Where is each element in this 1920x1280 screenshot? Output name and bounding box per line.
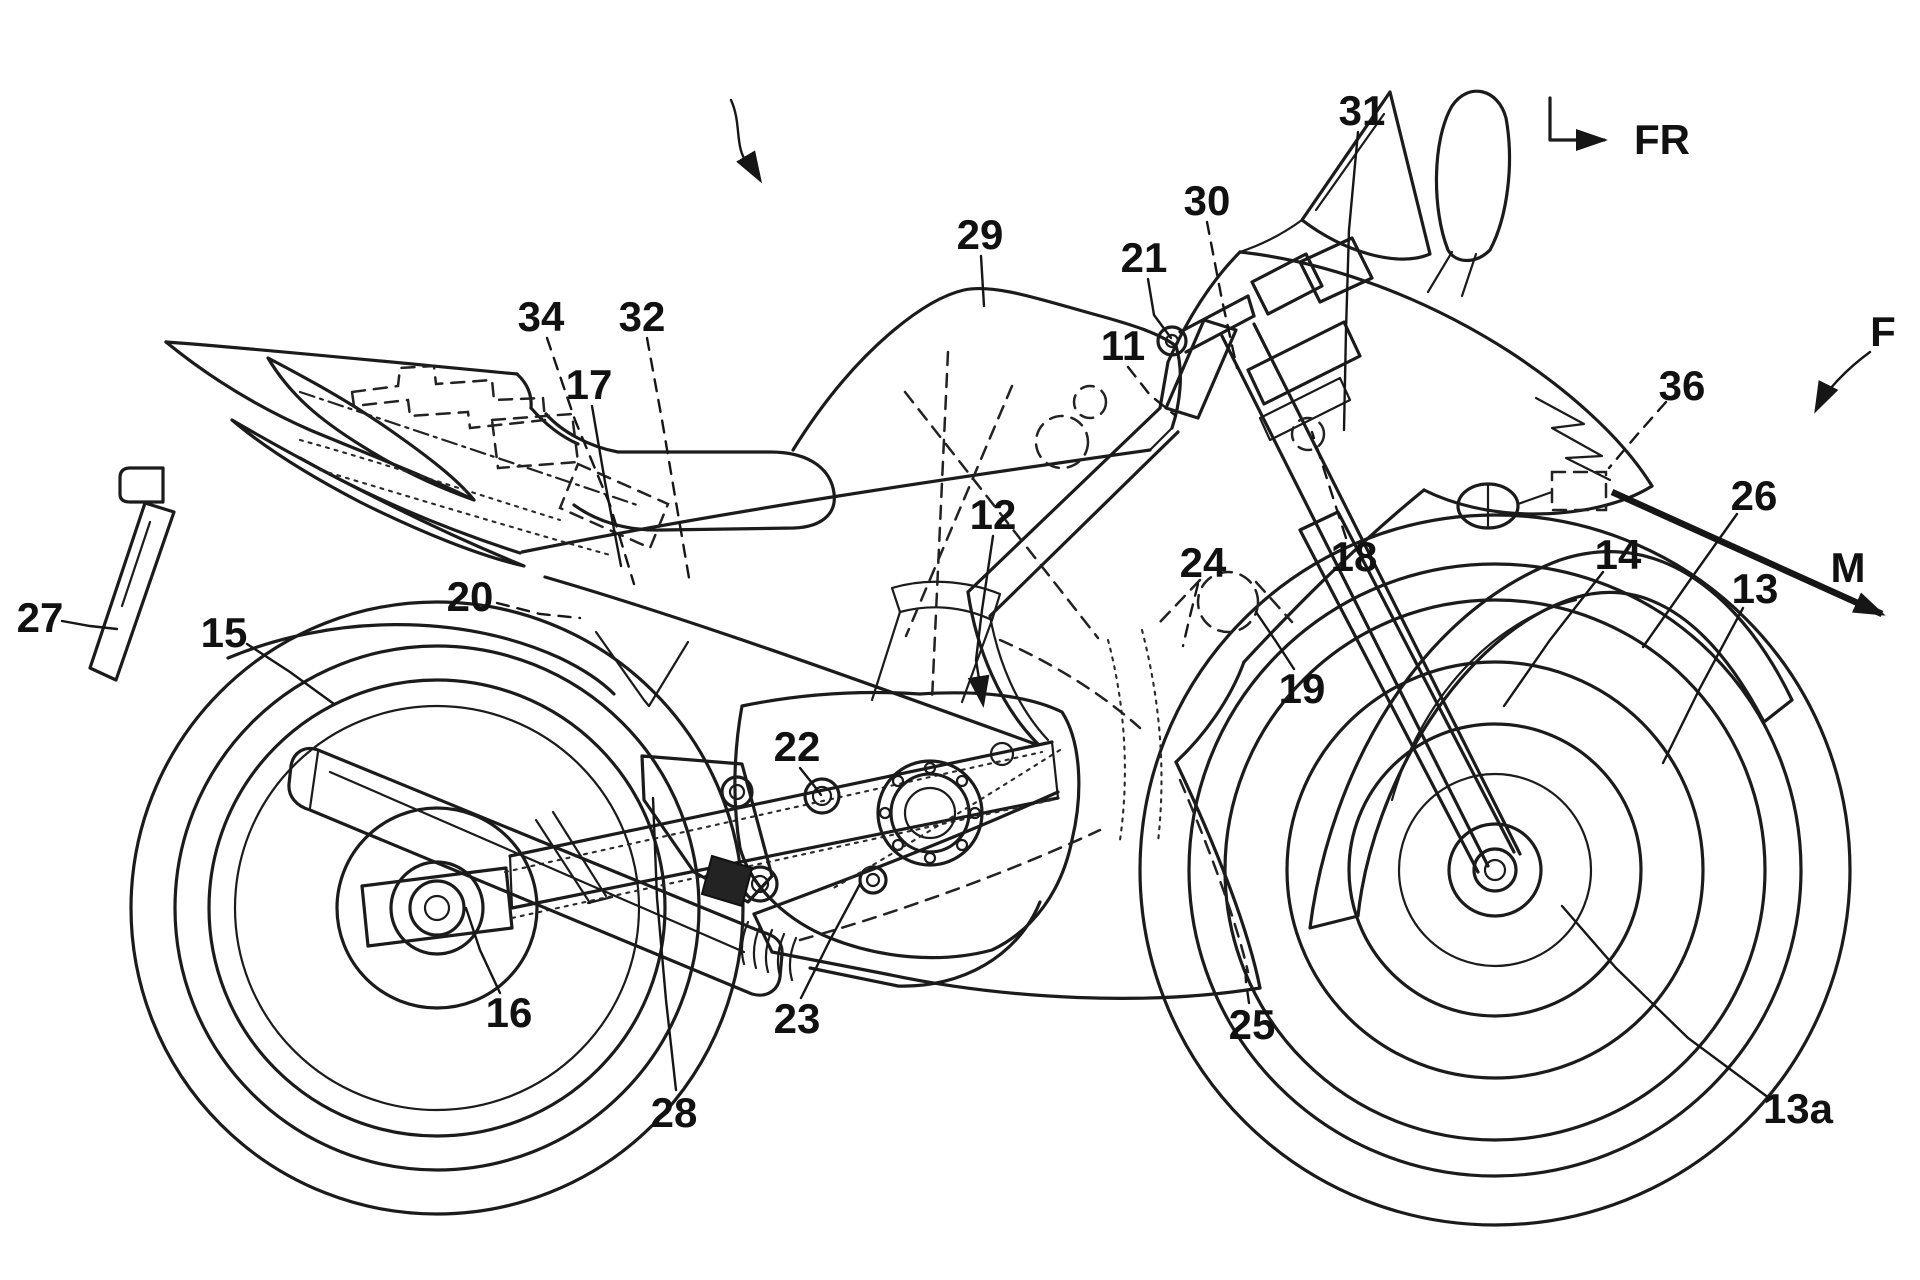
part-label-36: 36 — [1659, 362, 1706, 409]
leader-line-23 — [799, 882, 862, 1000]
leader-line-34 — [545, 336, 636, 586]
leader-line-14 — [1502, 570, 1605, 708]
part-label-23: 23 — [774, 995, 821, 1042]
handlebar-assembly — [1156, 236, 1374, 452]
part-label-15: 15 — [201, 609, 248, 656]
part-label-27: 27 — [17, 594, 64, 641]
leader-line-26 — [1641, 512, 1739, 649]
part-label-28: 28 — [651, 1089, 698, 1136]
leader-line-17 — [590, 404, 623, 568]
leader-line-11 — [1126, 365, 1178, 418]
leader-line-12 — [967, 534, 995, 708]
leader-line-16 — [464, 906, 502, 995]
main-frame — [520, 318, 1238, 747]
leader-line-28 — [651, 796, 678, 1092]
part-label-34: 34 — [518, 293, 565, 340]
m-label: M — [1831, 544, 1866, 591]
m-arrow: M — [1610, 489, 1886, 617]
leader-line-31 — [1342, 130, 1360, 432]
leader-line-15 — [245, 642, 336, 706]
exhaust — [287, 746, 1042, 997]
part-label-30: 30 — [1184, 177, 1231, 224]
leader-line-25 — [1243, 960, 1251, 1005]
front-fairing — [752, 218, 1654, 1000]
part-label-12: 12 — [970, 491, 1017, 538]
leader-line-32 — [645, 336, 691, 580]
mirror — [1426, 89, 1512, 298]
part-label-17: 17 — [566, 361, 613, 408]
rear-wheel — [129, 600, 745, 1216]
front-fender — [1308, 550, 1794, 930]
fr-label: FR — [1634, 116, 1690, 163]
hidden-components — [298, 350, 1294, 892]
fr-axis: FR — [1548, 96, 1690, 163]
leader-line-21 — [1146, 277, 1173, 340]
front-fork — [1220, 322, 1522, 874]
seat — [544, 412, 836, 532]
footpeg-rubber — [700, 854, 754, 908]
tail-cowl — [88, 340, 642, 682]
leader-line-36 — [1607, 400, 1668, 470]
part-label-19: 19 — [1279, 665, 1326, 712]
leader-line-22 — [798, 766, 823, 797]
part-label-22: 22 — [774, 723, 821, 770]
leader-line-18 — [1310, 430, 1348, 540]
leader-line-13a — [1560, 904, 1771, 1100]
windscreen — [1300, 90, 1432, 261]
leader-line-19 — [1254, 610, 1296, 671]
part-label-18: 18 — [1331, 533, 1378, 580]
footpeg-bracket — [640, 754, 779, 908]
leader-line-13 — [1661, 606, 1745, 765]
part-label-29: 29 — [957, 211, 1004, 258]
part-label-25: 25 — [1229, 1001, 1276, 1048]
part-label-31: 31 — [1339, 87, 1386, 134]
part-label-13: 13 — [1732, 565, 1779, 612]
part-label-21: 21 — [1121, 234, 1168, 281]
leader-line-30 — [1205, 220, 1239, 370]
part-label-13a: 13a — [1763, 1085, 1834, 1132]
leader-line-20 — [495, 601, 582, 620]
part-label-14: 14 — [1595, 531, 1642, 578]
part-label-20: 20 — [447, 573, 494, 620]
leader-line-27 — [60, 619, 119, 631]
fuel-tank — [791, 286, 1182, 452]
f-arrow: F — [1814, 308, 1896, 414]
part-label-32: 32 — [619, 293, 666, 340]
rear-hugger — [226, 623, 616, 696]
part-label-11: 11 — [1101, 322, 1145, 369]
leader-line-29 — [979, 254, 986, 308]
leader-line-24 — [1181, 582, 1200, 648]
part-label-16: 16 — [486, 989, 533, 1036]
part-label-24: 24 — [1180, 539, 1227, 586]
f-label: F — [1870, 308, 1896, 355]
figure-pointer-arrow — [729, 98, 763, 184]
part-label-26: 26 — [1731, 472, 1778, 519]
